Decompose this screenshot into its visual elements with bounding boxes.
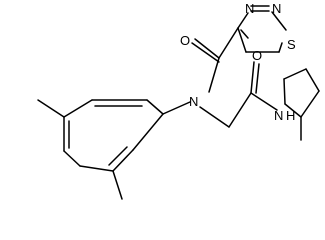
atom-label-s-thiadiazole: S xyxy=(287,37,296,52)
bond xyxy=(208,57,220,93)
atom-label-n-thiadiazole-1: N xyxy=(245,1,254,16)
atom-label-h-amide-side: H xyxy=(286,108,295,123)
bond xyxy=(112,170,123,200)
bond xyxy=(194,38,220,59)
bond xyxy=(278,42,283,53)
top-carbonyl xyxy=(191,27,239,93)
bond xyxy=(63,99,93,118)
bond xyxy=(300,90,320,118)
bond xyxy=(112,149,134,172)
atom-label-o-carbonyl-top: O xyxy=(180,33,190,48)
bond xyxy=(199,106,230,128)
atom-label-o-carbonyl-side: O xyxy=(252,48,262,63)
bond xyxy=(271,11,287,31)
bond xyxy=(250,92,278,111)
dimethylphenyl-ring xyxy=(37,99,164,200)
central-nitrogen-bonds xyxy=(162,61,278,128)
cyclopentyl-ring xyxy=(283,68,320,141)
bond xyxy=(146,99,164,115)
bond xyxy=(255,63,260,94)
molecule-structure: N N S O N O N H xyxy=(37,1,320,200)
bond xyxy=(284,103,302,118)
bond xyxy=(63,150,81,167)
bond xyxy=(79,165,114,172)
atom-labels: N N S O N O N H xyxy=(180,1,296,123)
bond xyxy=(191,42,220,63)
bond xyxy=(37,99,65,118)
atom-label-n-thiadiazole-2: N xyxy=(272,1,281,16)
thiadiazole-ring xyxy=(237,5,287,53)
atom-label-n-amide-side: N xyxy=(274,108,283,123)
bond xyxy=(250,61,255,94)
atom-label-n-amide-central: N xyxy=(189,94,198,109)
bond xyxy=(108,146,128,166)
bond xyxy=(162,101,191,115)
bond xyxy=(283,78,286,105)
bond xyxy=(132,113,164,151)
bond xyxy=(228,92,252,128)
bond xyxy=(218,27,239,59)
bond xyxy=(237,12,249,29)
bond xyxy=(305,68,320,92)
bond xyxy=(237,27,247,53)
bond xyxy=(283,68,307,80)
bond xyxy=(240,29,249,39)
